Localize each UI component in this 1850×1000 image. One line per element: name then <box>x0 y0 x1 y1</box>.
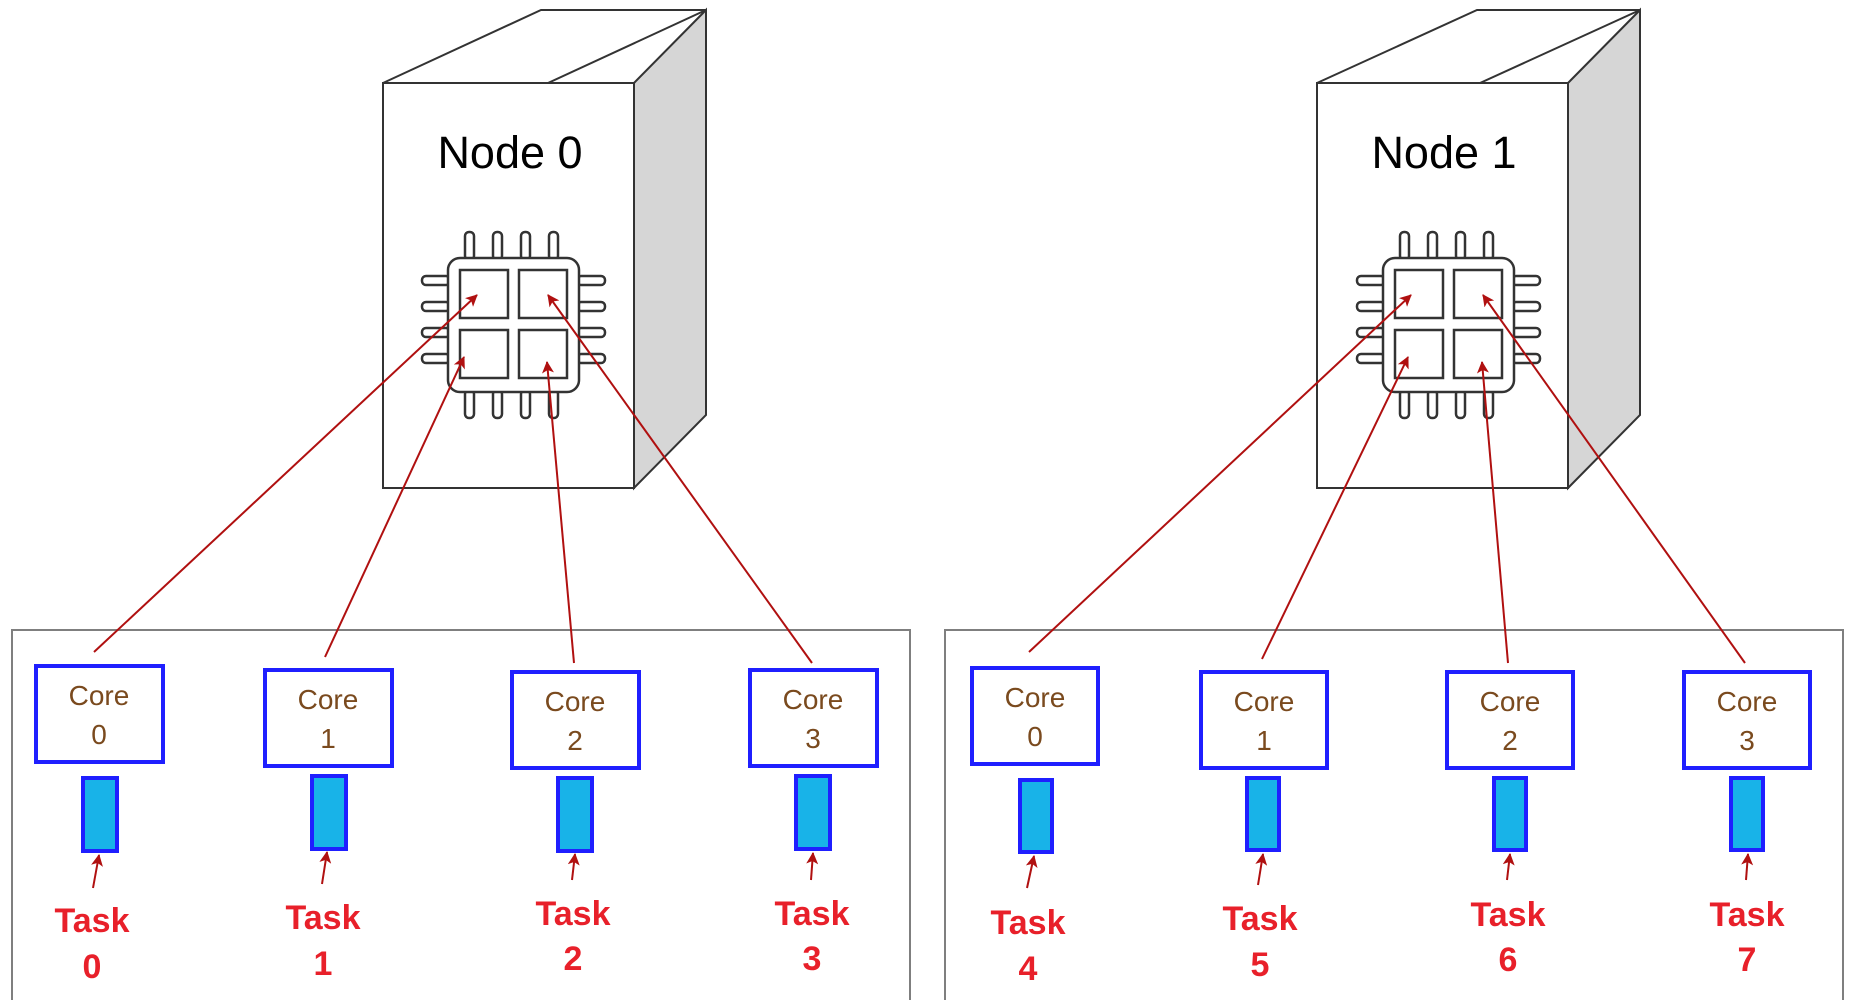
task-bar <box>1492 776 1528 852</box>
core-box <box>1682 670 1812 770</box>
core-box <box>1199 670 1329 770</box>
node-0-group: Node 0 <box>11 7 911 1000</box>
core-number: 3 <box>805 723 821 754</box>
server-tower-icon <box>382 7 707 491</box>
task-number: 3 <box>803 940 822 978</box>
task-bar <box>1245 776 1281 852</box>
task-title: Task <box>775 895 850 933</box>
task-title: Task <box>1471 896 1546 934</box>
task-bar <box>794 774 832 851</box>
task-arrow <box>1025 855 1038 889</box>
core-mapping-arrows <box>93 294 813 664</box>
task-title: Task <box>991 904 1066 942</box>
cpu-chip-icon <box>1355 230 1542 420</box>
core-label: Core <box>783 684 844 715</box>
task-title: Task <box>536 895 611 933</box>
core-box <box>510 670 641 770</box>
task-arrow <box>319 851 332 885</box>
core-0: Core 0 Task 0 <box>34 664 165 986</box>
core-mapping-arrows <box>1028 294 1746 664</box>
task-title: Task <box>1710 896 1785 934</box>
node-1-panel <box>944 629 1844 1000</box>
task-bar <box>310 774 348 851</box>
core-number: 3 <box>1739 725 1755 756</box>
core-2: Core 2 Task 2 <box>510 670 641 978</box>
task-arrow <box>91 854 103 889</box>
core-number: 2 <box>567 725 583 756</box>
task-title: Task <box>286 899 361 937</box>
task-arrow <box>1502 853 1515 881</box>
core-number: 1 <box>320 723 336 754</box>
core-box <box>748 668 879 768</box>
core-label: Core <box>1005 682 1066 713</box>
task-number: 4 <box>1019 950 1038 988</box>
task-number: 2 <box>564 940 583 978</box>
task-title: Task <box>55 902 130 940</box>
task-number: 5 <box>1251 946 1270 984</box>
core-7: Core 3 Task 7 <box>1682 670 1812 979</box>
node-title: Node 0 <box>437 127 582 178</box>
core-4: Core 0 Task 4 <box>970 666 1100 988</box>
task-bar <box>1018 778 1054 854</box>
core-number: 1 <box>1256 725 1272 756</box>
server-side-face <box>633 7 707 491</box>
task-title: Task <box>1223 900 1298 938</box>
server-tower-icon <box>1316 7 1641 491</box>
core-label: Core <box>1234 686 1295 717</box>
core-1: Core 1 Task 1 <box>263 668 394 983</box>
task-arrow <box>806 852 819 881</box>
cpu-chip-icon <box>420 230 607 420</box>
core-5: Core 1 Task 5 <box>1199 670 1329 984</box>
core-3: Core 3 Task 3 <box>748 668 879 978</box>
task-number: 6 <box>1499 941 1518 979</box>
core-label: Core <box>545 686 606 717</box>
core-label: Core <box>69 680 130 711</box>
task-number: 0 <box>83 948 102 986</box>
task-number: 1 <box>314 945 333 983</box>
core-number: 0 <box>1027 721 1043 752</box>
core-box <box>970 666 1100 766</box>
task-bar <box>1729 776 1765 852</box>
core-box <box>1445 670 1575 770</box>
node-0-panel <box>11 629 911 1000</box>
core-number: 0 <box>91 719 107 750</box>
node-1-group: Node 1 <box>944 7 1844 1000</box>
core-box <box>263 668 394 768</box>
task-number: 7 <box>1738 941 1757 979</box>
task-bar <box>556 776 594 853</box>
task-arrow <box>1255 853 1268 886</box>
node-title: Node 1 <box>1371 127 1516 178</box>
server-side-face <box>1567 7 1641 491</box>
core-6: Core 2 Task 6 <box>1445 670 1575 979</box>
core-box <box>34 664 165 764</box>
core-label: Core <box>1717 686 1778 717</box>
task-arrow <box>567 853 580 881</box>
core-label: Core <box>1480 686 1541 717</box>
core-label: Core <box>298 684 359 715</box>
task-arrow <box>1741 853 1754 881</box>
task-bar <box>81 776 119 853</box>
core-number: 2 <box>1502 725 1518 756</box>
